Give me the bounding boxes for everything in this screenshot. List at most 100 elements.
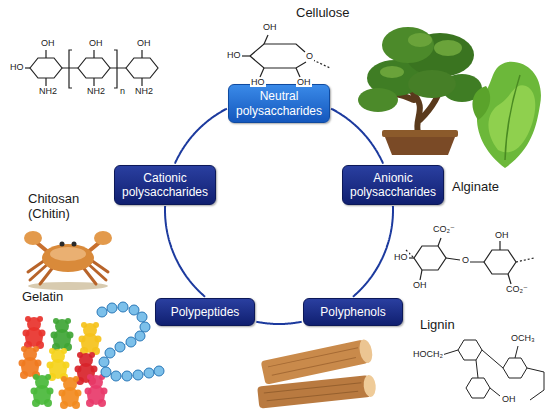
chemical-group: NH2 <box>86 87 106 96</box>
source-name: Chitosan (Chitin) <box>28 192 92 222</box>
alginate-structure <box>406 238 534 284</box>
peptide-chain <box>111 371 121 381</box>
category-label: Anionic polysaccharides <box>348 171 438 200</box>
peptide-chain <box>126 337 136 347</box>
lignin-structure <box>442 350 458 355</box>
cellulose-structure <box>250 44 306 68</box>
bonsai-tree <box>385 137 455 155</box>
lignin-structure <box>476 360 478 378</box>
bonsai-tree <box>434 40 462 56</box>
chemical-group: O <box>305 52 314 61</box>
source-name: Gelatin <box>22 290 63 305</box>
chemical-group: OH <box>501 395 517 404</box>
chemical-group: OH <box>412 281 428 290</box>
lignin-structure <box>515 346 518 358</box>
peptide-chain <box>105 348 115 358</box>
lignin-structure <box>490 388 500 396</box>
gummy-bears <box>79 322 102 355</box>
chitosan-structure <box>78 58 110 78</box>
wood-logs <box>357 338 374 364</box>
lignin-structure <box>482 350 503 368</box>
source-name: Lignin <box>420 318 455 333</box>
chitosan-structure <box>24 67 30 68</box>
crab <box>24 231 42 245</box>
alginate-structure <box>438 238 441 246</box>
peptide-chain <box>140 322 150 332</box>
peptide-chain <box>102 307 159 376</box>
chitosan-structure <box>24 50 158 88</box>
chemical-group: CO₂⁻ <box>505 285 529 294</box>
peptide-chain <box>99 357 109 367</box>
bonsai-tree <box>358 88 398 112</box>
peptide-chain <box>107 303 117 313</box>
bonsai-tree <box>382 27 434 63</box>
ring-connector <box>175 109 227 164</box>
chemical-group: OH <box>296 78 312 87</box>
chemical-group: O <box>461 256 470 265</box>
chemical-group: OH <box>88 39 104 48</box>
chitosan-structure <box>69 50 117 88</box>
peptide-chain <box>154 366 164 376</box>
cellulose-structure <box>240 35 330 77</box>
bonsai-tree <box>382 130 458 137</box>
chitosan-structure <box>46 50 142 58</box>
bonsai-tree <box>358 27 482 155</box>
gummy-bears <box>23 316 46 349</box>
chemical-group: HO <box>226 51 242 60</box>
source-name: Cellulose <box>296 6 349 21</box>
gummy-bears <box>31 374 54 407</box>
bonsai-tree <box>380 66 404 78</box>
peptide-chain <box>129 305 139 315</box>
peptide-chain <box>97 307 107 317</box>
chitosan-structure <box>46 78 142 86</box>
peptide-chain <box>133 370 143 380</box>
chemical-group: HO <box>393 253 409 262</box>
peptide-chain <box>135 331 145 341</box>
cellulose-structure <box>296 68 300 77</box>
alginate-structure <box>499 241 500 250</box>
alginate-structure <box>516 258 534 262</box>
chemical-group: OH <box>136 39 152 48</box>
crab <box>60 242 65 247</box>
gummy-bears <box>19 346 42 379</box>
chemical-group: NH2 <box>38 87 58 96</box>
peptide-chain <box>97 302 164 381</box>
chitosan-structure <box>126 58 158 78</box>
ring-connector <box>353 206 393 297</box>
alginate-structure <box>484 250 516 274</box>
chitosan-structure <box>30 58 62 78</box>
category-box: Polyphenols <box>303 298 403 326</box>
category-label: Polypeptides <box>171 305 240 319</box>
lignin-structure <box>503 358 527 378</box>
chemical-group: HO <box>9 63 25 72</box>
category-label: Neutral polysaccharides <box>234 89 324 118</box>
chemical-group: OCH₃ <box>510 334 536 343</box>
category-box: Cationic polysaccharides <box>114 165 216 205</box>
chemical-group: CO₂⁻ <box>432 225 456 234</box>
ring-connector <box>256 322 301 324</box>
peptide-chain <box>115 342 125 352</box>
wood-logs <box>264 383 362 401</box>
chemical-group: HO <box>250 78 266 87</box>
gummy-bears <box>59 376 82 409</box>
cellulose-structure <box>260 68 264 77</box>
alginate-structure <box>414 246 446 270</box>
category-label: Cationic polysaccharides <box>120 171 210 200</box>
category-box: Neutral polysaccharides <box>228 84 330 123</box>
seaweed <box>505 75 520 160</box>
peptide-chain <box>144 368 154 378</box>
wood-logs <box>261 338 375 385</box>
crab <box>72 242 77 247</box>
ring-connector <box>165 206 205 297</box>
crab <box>42 244 94 272</box>
category-box: Anionic polysaccharides <box>342 165 444 205</box>
seaweed <box>472 86 490 120</box>
chemical-group: n <box>119 87 126 96</box>
cellulose-structure <box>313 60 330 68</box>
chemical-group: OH <box>40 39 56 48</box>
peptide-chain <box>101 367 111 377</box>
wood-logs <box>261 339 369 384</box>
